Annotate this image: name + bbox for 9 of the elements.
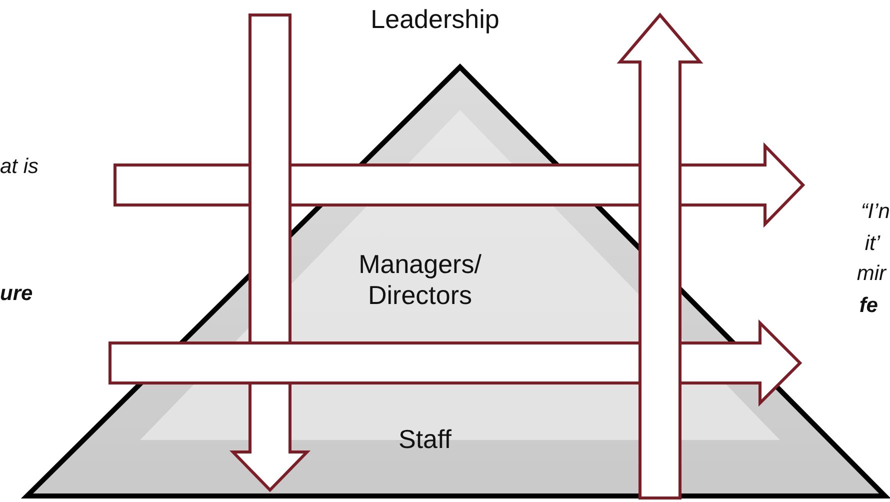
- level-label: Managers/ Directors: [358, 248, 482, 312]
- quote-fragment: ure: [0, 282, 33, 306]
- quote-fragment: fe: [859, 294, 878, 318]
- quote-fragment: it’: [864, 232, 880, 256]
- level-label: Staff: [398, 424, 452, 456]
- level-label: Leadership: [370, 4, 500, 36]
- quote-fragment: “I’n: [860, 200, 890, 224]
- quote-fragment: at is: [0, 155, 39, 179]
- quote-fragment: mir: [856, 262, 886, 286]
